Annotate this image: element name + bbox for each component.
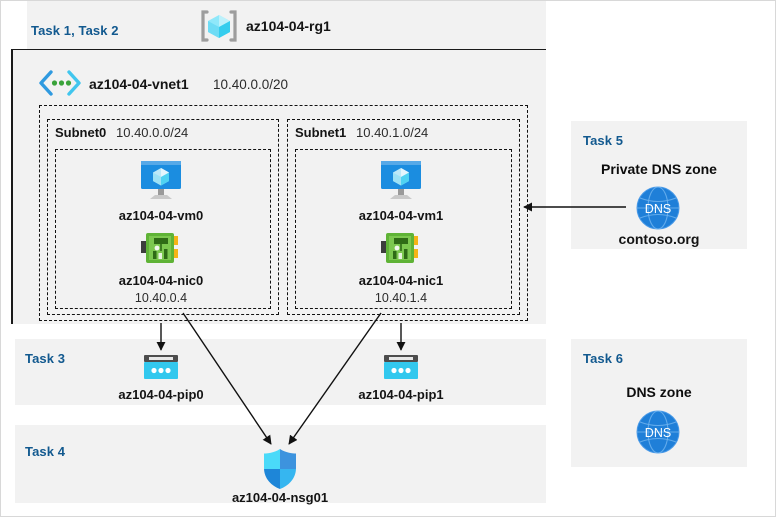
public-ip-address-icon [142, 353, 180, 383]
vm1-name: az104-04-vm1 [358, 208, 444, 223]
vm0-name: az104-04-vm0 [118, 208, 204, 223]
nic0-private-ip: 10.40.0.4 [134, 291, 188, 305]
subnet1-boundary [287, 119, 520, 315]
task3-panel [15, 339, 546, 405]
vnet-name: az104-04-vnet1 [89, 76, 189, 92]
dns-globe-text: DNS [645, 426, 671, 440]
subnet0-name: Subnet0 [55, 125, 107, 140]
subnet1-prefix: 10.40.1.0/24 [356, 125, 429, 140]
nic0-name: az104-04-nic0 [118, 273, 204, 288]
network-interface-icon [381, 231, 421, 267]
dns-globe-icon: DNS [635, 409, 681, 455]
task-label-6: Task 6 [583, 351, 624, 366]
dns-globe-text: DNS [645, 202, 671, 216]
private-dns-zone-heading: Private DNS zone [601, 161, 717, 177]
pip0-name: az104-04-pip0 [118, 387, 204, 402]
public-ip-address-icon [382, 353, 420, 383]
vnet-subnets-boundary [39, 105, 528, 321]
private-dns-zone-name: contoso.org [618, 231, 700, 247]
subnet1-name: Subnet1 [295, 125, 347, 140]
nsg-name: az104-04-nsg01 [231, 490, 329, 505]
subnet0-resources-boundary [55, 149, 271, 309]
resource-group-cube-icon [201, 9, 237, 43]
network-security-group-shield-icon [262, 448, 298, 490]
resource-group-header-band [27, 1, 546, 49]
dns-zone-heading: DNS zone [626, 384, 692, 400]
vnet-address-space: 10.40.0.0/20 [213, 77, 289, 92]
subnet1-resources-boundary [295, 149, 512, 309]
virtual-machine-icon [377, 159, 425, 201]
task-label-3: Task 3 [25, 351, 66, 366]
subnet0-boundary [47, 119, 279, 315]
network-interface-icon [141, 231, 181, 267]
virtual-machine-icon [137, 159, 185, 201]
resource-group-name: az104-04-rg1 [246, 18, 331, 34]
nic1-name: az104-04-nic1 [358, 273, 444, 288]
subnet0-prefix: 10.40.0.0/24 [116, 125, 189, 140]
virtual-network-icon [37, 69, 83, 97]
nic1-private-ip: 10.40.1.4 [374, 291, 428, 305]
pip1-name: az104-04-pip1 [358, 387, 444, 402]
task-label-4: Task 4 [25, 444, 66, 459]
dns-globe-icon: DNS [635, 185, 681, 231]
task-label-1-2: Task 1, Task 2 [31, 23, 119, 38]
task-label-5: Task 5 [583, 133, 624, 148]
